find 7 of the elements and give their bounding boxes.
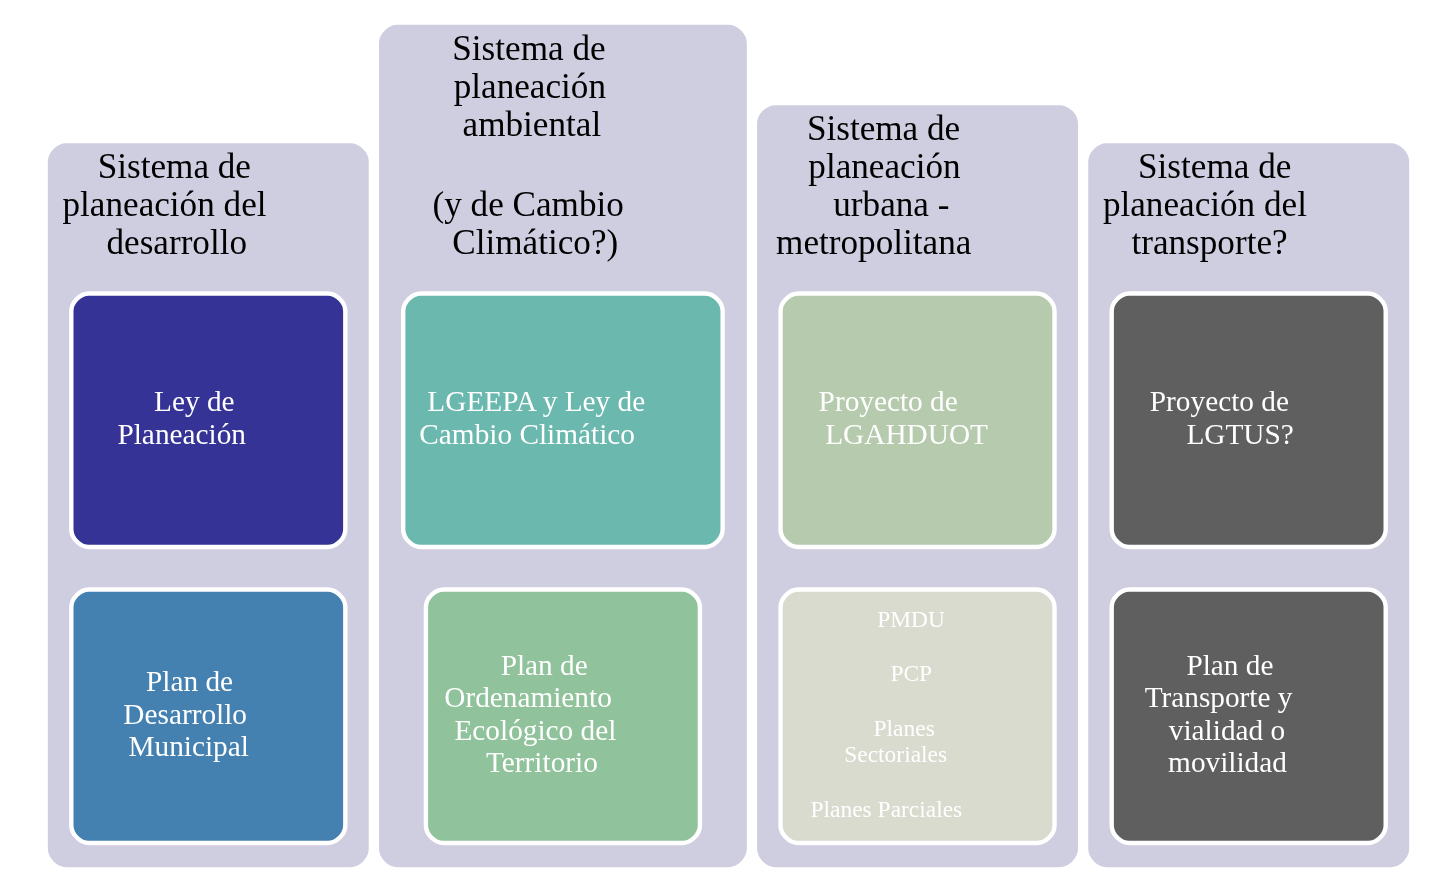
node-box: Ley de Planeación — [68, 291, 347, 550]
node-box: Proyecto de LGAHDUOT — [777, 291, 1057, 550]
node-box: Plan de Ordenamiento Ecológico del Territorio — [423, 587, 702, 846]
node-box: Proyecto de LGTUS? — [1109, 291, 1388, 550]
node-box: Plan de Transporte y vialidad o movilidad — [1109, 587, 1388, 846]
node-box: LGEEPA y Ley de Cambio Climático — [400, 291, 725, 550]
node-box: Plan de Desarrollo Municipal — [68, 587, 347, 846]
